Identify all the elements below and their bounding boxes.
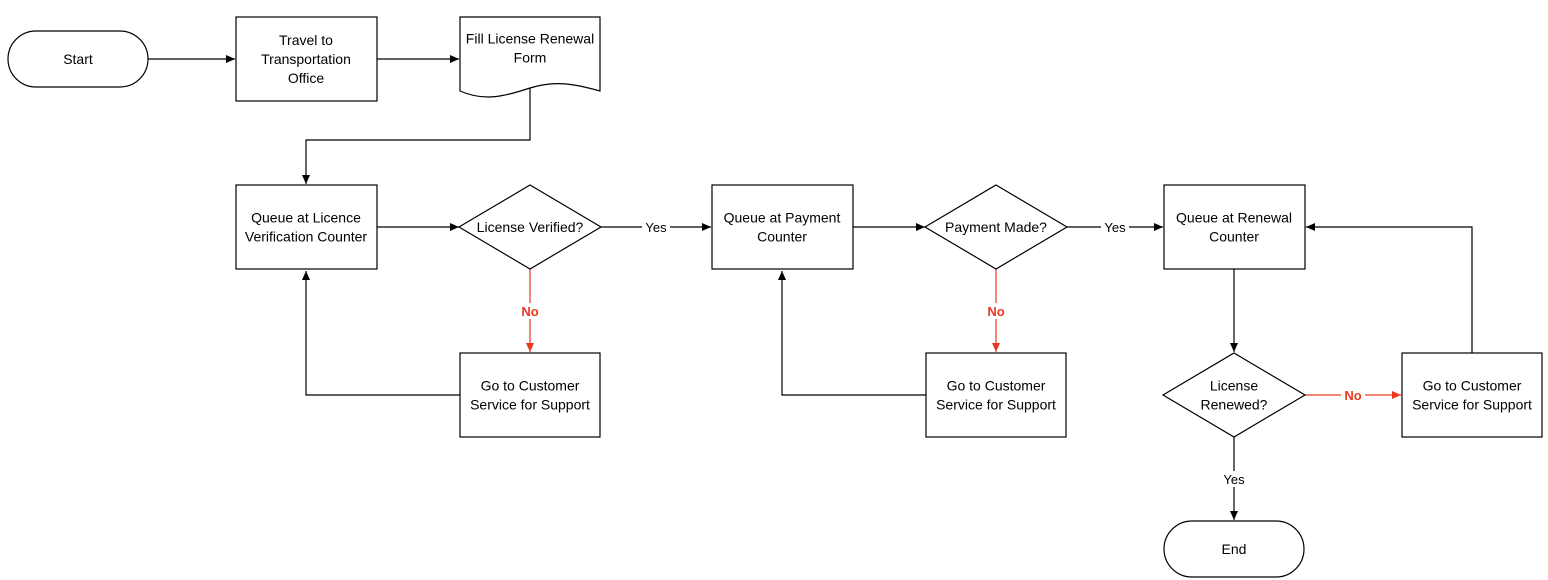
start-label: Start [63,51,93,67]
label-bg [518,303,542,319]
renewed-no-label: No [1344,388,1361,403]
end-label: End [1222,541,1247,557]
payment-made-diamond [923,184,1069,270]
license-verified-diamond [457,184,603,270]
label-line: Travel to [279,32,333,48]
verification-queue-box [235,184,378,270]
label-line: Queue at Renewal [1176,210,1292,226]
label-line: Renewed? [1201,397,1268,413]
fill-form-document-shape [459,16,601,98]
label-line: Go to Customer [1423,378,1522,394]
label-bg [1220,471,1248,487]
label-line: Service for Support [936,397,1056,413]
renewal-queue-box [1163,184,1306,270]
label-line: Form [514,50,547,66]
edge-support3-back-to-renewal [1306,223,1473,353]
edge-support1-back-to-verification [302,271,460,396]
verified-yes-label: Yes [645,220,667,235]
support-box-3 [1401,352,1543,438]
label-line: Verification Counter [245,229,368,245]
shapes [7,16,1543,578]
label-line: License [1210,378,1258,394]
label-bg [1101,219,1129,235]
edge-form-to-verification-queue [302,88,531,184]
label-line: Office [288,70,325,86]
label-line: Go to Customer [947,378,1046,394]
label-bg [984,303,1008,319]
edge-support2-back-to-payment [778,271,926,396]
renewed-yes-label: Yes [1223,472,1245,487]
license-renewed-diamond [1161,352,1307,438]
label-bg [642,219,670,235]
label-line: Fill License Renewal [466,31,594,47]
verified-no-label: No [521,304,538,319]
label-line: Service for Support [1412,397,1532,413]
label-line: Queue at Payment [724,210,841,226]
label-line: Start [63,51,93,67]
support-box-1 [459,352,601,438]
label-line: Counter [757,229,807,245]
support-box-2 [925,352,1067,438]
label-line: License Verified? [477,219,584,235]
edge-labels: Yes No Yes No Yes No [518,219,1365,487]
payment-no-label: No [987,304,1004,319]
label-line: Service for Support [470,397,590,413]
label-line: Go to Customer [481,378,580,394]
label-line: Transportation [261,51,351,67]
license-verified-label: License Verified? [477,219,584,235]
payment-yes-label: Yes [1104,220,1126,235]
travel-process-box [235,16,378,102]
payment-queue-box [711,184,854,270]
end-terminator [1163,520,1305,578]
label-line: End [1222,541,1247,557]
start-terminator [7,30,149,88]
payment-made-label: Payment Made? [945,219,1047,235]
label-line: Queue at Licence [251,210,361,226]
connectors [148,55,1473,520]
label-bg [1341,387,1365,403]
label-line: Payment Made? [945,219,1047,235]
label-line: Counter [1209,229,1259,245]
